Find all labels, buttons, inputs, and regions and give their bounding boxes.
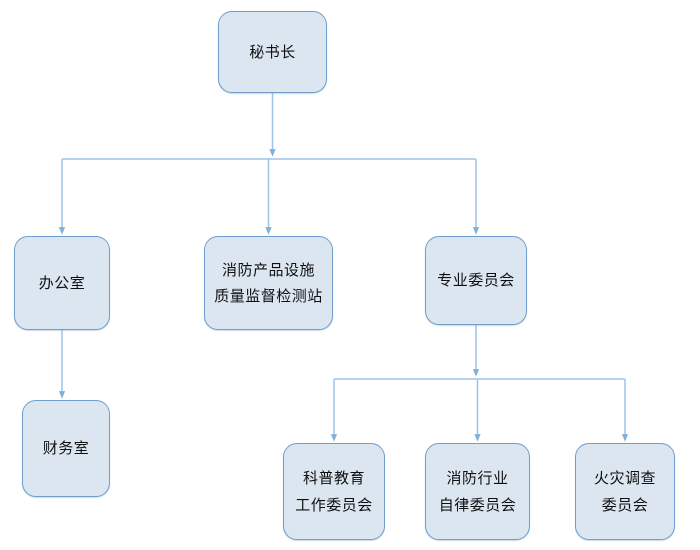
node-professional-committee[interactable]: 专业委员会 xyxy=(425,236,527,325)
node-label-line: 工作委员会 xyxy=(295,495,373,514)
node-secretary-general[interactable]: 秘书长 xyxy=(218,11,327,93)
node-label-line: 办公室 xyxy=(38,273,86,292)
node-finance-office[interactable]: 财务室 xyxy=(22,400,110,497)
node-fire-industry-self-discipline-committee[interactable]: 消防行业 自律委员会 xyxy=(425,443,530,540)
node-label-line: 科普教育 xyxy=(302,469,365,488)
node-fire-investigation-committee[interactable]: 火灾调查 委员会 xyxy=(575,443,675,540)
node-label-line: 质量监督检测站 xyxy=(214,287,323,305)
node-label-line: 财务室 xyxy=(42,439,90,458)
node-science-education-committee[interactable]: 科普教育 工作委员会 xyxy=(283,443,385,540)
node-label-line: 消防产品设施 xyxy=(221,260,315,279)
node-label-line: 委员会 xyxy=(601,495,649,514)
node-label-line: 自律委员会 xyxy=(438,495,517,514)
node-label-line: 专业委员会 xyxy=(437,271,515,290)
node-label-line: 火灾调查 xyxy=(593,469,656,488)
node-fire-product-testing-station[interactable]: 消防产品设施 质量监督检测站 xyxy=(204,236,333,330)
node-label-line: 秘书长 xyxy=(249,42,296,61)
node-label-line: 消防行业 xyxy=(446,469,509,488)
node-office[interactable]: 办公室 xyxy=(14,236,110,330)
